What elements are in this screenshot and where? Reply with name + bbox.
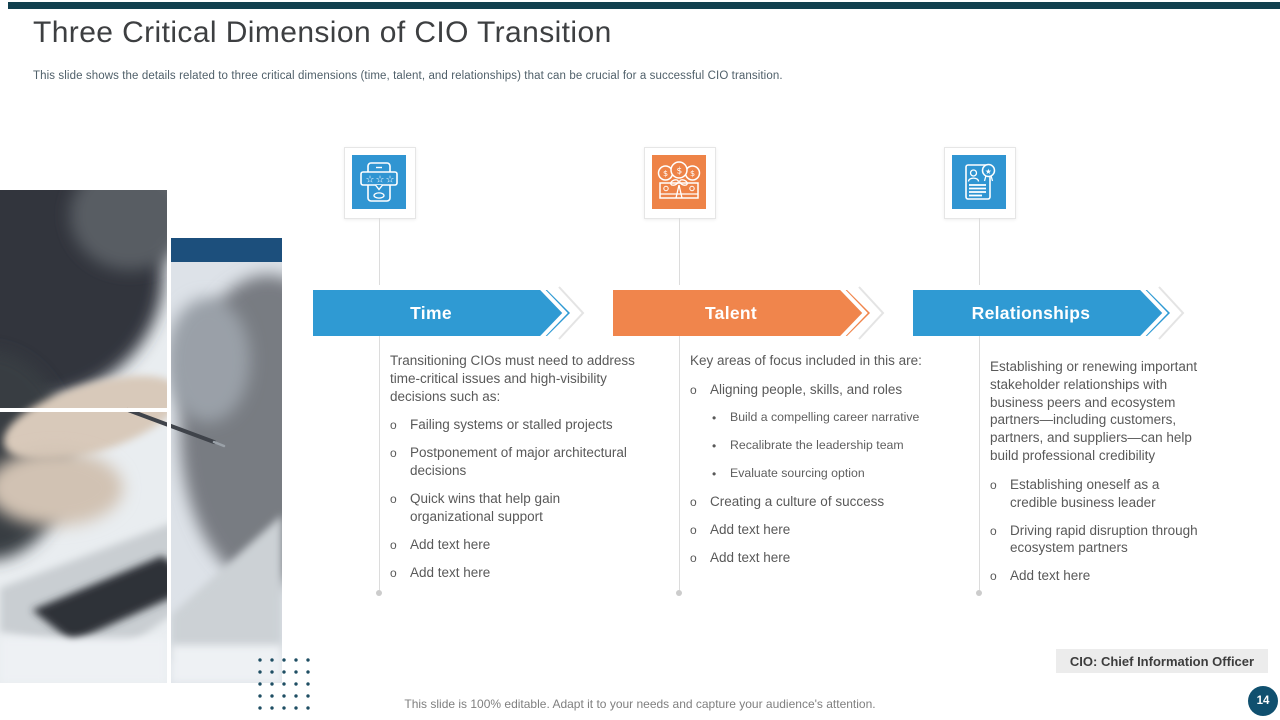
bullet-text: Add text here	[1010, 568, 1091, 584]
list-item: o Failing systems or stalled projects	[390, 416, 642, 434]
bullet-marker: o	[390, 446, 397, 461]
connector-end-dot	[376, 590, 382, 596]
bullet-marker: o	[690, 550, 697, 565]
connector-end-dot	[976, 590, 982, 596]
intro-text: Establishing or renewing important stake…	[990, 359, 1198, 464]
bullet-text: Evaluate sourcing option	[730, 465, 865, 480]
certificate-document-icon: ★	[952, 155, 1006, 209]
connector-line	[379, 336, 380, 591]
sub-list-item: • Recalibrate the leadership team	[712, 437, 942, 455]
bullet-text: Add text here	[410, 564, 491, 580]
editable-note: This slide is 100% editable. Adapt it to…	[404, 697, 876, 711]
banner-time: Time	[313, 285, 593, 341]
sub-bullet-marker: •	[712, 466, 717, 481]
bullet-text: Add text here	[710, 521, 791, 537]
navy-accent-block	[171, 238, 282, 262]
page-subtitle: This slide shows the details related to …	[33, 70, 783, 82]
bullet-text: Recalibrate the leadership team	[730, 437, 904, 452]
svg-text:$: $	[677, 167, 683, 177]
svg-text:☆: ☆	[376, 175, 385, 186]
bullet-text: Aligning people, skills, and roles	[710, 381, 903, 397]
dot-grid-decoration	[252, 652, 311, 711]
bullet-marker: o	[990, 569, 997, 584]
list-item: o Add text here	[390, 536, 642, 554]
mobile-rating-icon: ☆ ☆ ☆	[352, 155, 406, 209]
banner-label: Time	[410, 302, 452, 323]
bullet-marker: o	[390, 537, 397, 552]
bullet-list: o Aligning people, skills, and roles • Bui…	[690, 381, 942, 567]
list-item: o Add text here	[690, 549, 942, 567]
bullet-marker: o	[690, 494, 697, 509]
intro-text: Transitioning CIOs must need to address …	[390, 353, 635, 404]
connector-line	[679, 336, 680, 591]
column-talent: $ $ $ Talent	[613, 147, 922, 647]
bullet-text: Quick wins that help gain organizational…	[410, 491, 561, 524]
connector-line	[979, 218, 980, 285]
bullet-marker: o	[690, 382, 697, 397]
list-item: o Add text here	[390, 564, 642, 582]
connector-end-dot	[676, 590, 682, 596]
relationships-text-block: Establishing or renewing important stake…	[990, 358, 1210, 595]
bullet-text: Add text here	[410, 536, 491, 552]
page-title: Three Critical Dimension of CIO Transiti…	[33, 16, 612, 49]
svg-text:☆: ☆	[366, 175, 375, 186]
bullet-text: Add text here	[710, 549, 791, 565]
top-accent-bar	[8, 2, 1280, 9]
icon-box: ☆ ☆ ☆	[344, 147, 416, 219]
svg-text:$: $	[663, 169, 668, 178]
bullet-text: Failing systems or stalled projects	[410, 417, 613, 433]
sub-bullet-marker: •	[712, 438, 717, 453]
connector-line	[679, 218, 680, 285]
column-relationships: ★ Relationships Establishing or renewing…	[913, 147, 1203, 647]
icon-box: ★	[944, 147, 1016, 219]
banner-relationships: Relationships	[913, 285, 1193, 341]
list-item: o Add text here	[690, 521, 942, 539]
bullet-list: o Establishing oneself as a credible busi…	[990, 476, 1210, 585]
list-item: o Establishing oneself as a credible busi…	[990, 476, 1210, 512]
bullet-marker: o	[390, 418, 397, 433]
list-item: o Driving rapid disruption through ecosys…	[990, 522, 1210, 558]
connector-line	[379, 218, 380, 285]
svg-text:$: $	[690, 169, 695, 178]
money-reward-icon: $ $ $	[652, 155, 706, 209]
bullet-marker: o	[990, 523, 997, 538]
banner-label: Talent	[704, 302, 758, 323]
time-text-block: Transitioning CIOs must need to address …	[390, 352, 642, 592]
bullet-text: Creating a culture of success	[710, 493, 885, 509]
bullet-marker: o	[390, 565, 397, 580]
bullet-text: Driving rapid disruption through ecosyst…	[1010, 522, 1198, 556]
bullet-marker: o	[690, 522, 697, 537]
bullet-marker: o	[390, 492, 397, 507]
sub-list-item: • Evaluate sourcing option	[712, 465, 942, 483]
list-item: o Creating a culture of success	[690, 493, 942, 511]
icon-box: $ $ $	[644, 147, 716, 219]
svg-text:★: ★	[985, 167, 992, 176]
photo-illustration	[0, 190, 282, 683]
list-item: o Add text here	[990, 567, 1210, 585]
banner-label: Relationships	[971, 302, 1091, 323]
abbreviation-bar: CIO: Chief Information Officer	[1056, 649, 1268, 673]
list-item: o Quick wins that help gain organizationa…	[390, 490, 642, 526]
connector-line	[979, 336, 980, 591]
bullet-marker: o	[990, 477, 997, 492]
sub-list-item: • Build a compelling career narrative	[712, 409, 942, 427]
talent-text-block: Key areas of focus included in this are:…	[690, 352, 942, 577]
banner-talent: Talent	[613, 285, 893, 341]
svg-text:☆: ☆	[386, 175, 395, 186]
business-laptop-photo	[0, 190, 282, 683]
intro-text: Key areas of focus included in this are:	[690, 353, 922, 368]
bullet-text: Establishing oneself as a credible busin…	[1010, 476, 1160, 510]
sub-bullet-marker: •	[712, 410, 717, 425]
page-number-badge: 14	[1248, 686, 1278, 716]
bullet-text: Postponement of major architectural deci…	[410, 445, 627, 479]
column-time: ☆ ☆ ☆ Time Transitioning CIOs must need …	[313, 147, 635, 647]
list-item: o Aligning people, skills, and roles	[690, 381, 942, 399]
list-item: o Postponement of major architectural dec…	[390, 444, 642, 480]
bullet-text: Build a compelling career narrative	[730, 409, 920, 424]
